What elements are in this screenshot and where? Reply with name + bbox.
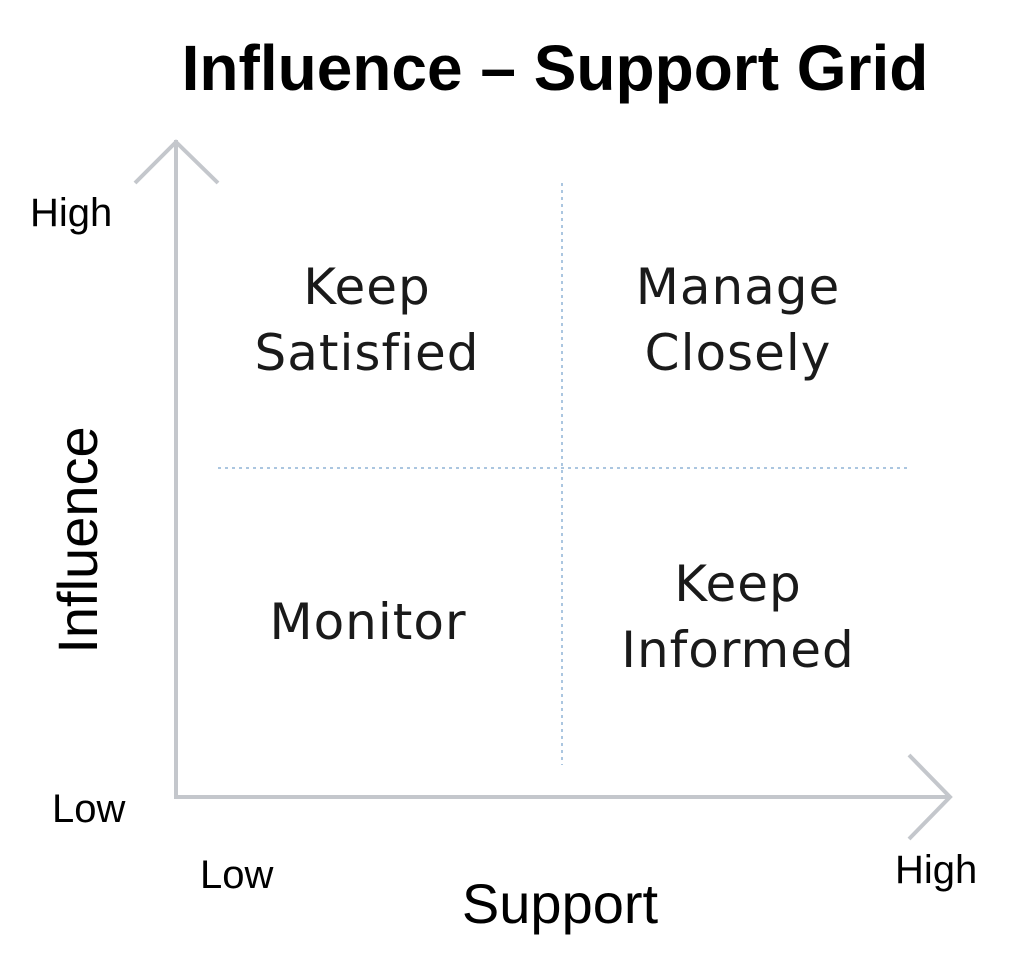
page-title: Influence – Support Grid <box>181 32 929 104</box>
quadrant-keep-informed: Keep Informed <box>568 551 908 683</box>
quadrant-label-line: Informed <box>621 621 855 679</box>
quadrant-label-line: Monitor <box>269 593 467 651</box>
quadrant-monitor: Monitor <box>198 589 538 655</box>
y-axis-title: Influence <box>46 426 109 654</box>
quadrant-keep-satisfied: Keep Satisfied <box>197 254 537 386</box>
quadrant-manage-closely: Manage Closely <box>568 254 908 386</box>
quadrant-label-line: Closely <box>644 324 832 382</box>
quadrant-label-line: Keep <box>674 555 802 613</box>
y-axis-arrowhead <box>133 139 220 185</box>
y-axis-high-label: High <box>30 191 113 235</box>
quadrant-label-line: Manage <box>635 258 841 316</box>
y-axis-low-label: Low <box>52 787 126 831</box>
x-axis-arrowhead <box>907 753 953 841</box>
quadrant-label-line: Keep <box>303 258 431 316</box>
x-axis-high-label: High <box>895 848 978 892</box>
x-axis-low-label: Low <box>200 853 274 897</box>
quadrant-label-line: Satisfied <box>254 324 480 382</box>
x-axis-title: Support <box>461 872 659 935</box>
